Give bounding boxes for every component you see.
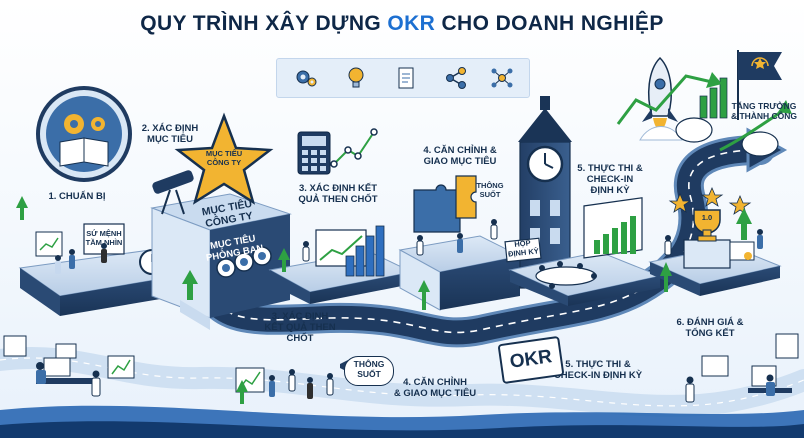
- stage5-platform: [504, 197, 662, 306]
- road-step3-label: 3. XÁC ĐỊNH KẾT QUẢ THEN CHỐT: [252, 311, 348, 345]
- stage6-label-line1: TĂNG TRƯỞNG: [731, 101, 797, 111]
- stage1-label-text: 1. CHUẨN BỊ: [48, 191, 106, 202]
- share-network-icon: [446, 67, 466, 89]
- stage4-platform: [398, 175, 522, 311]
- stage3-platform: [268, 128, 414, 304]
- title-suffix: CHO DOANH NGHIỆP: [435, 12, 664, 35]
- stage4-label-line1: 4. CĂN CHỈNH &: [423, 145, 497, 156]
- bottom-scene: [3, 196, 799, 404]
- road-step5-label: 5. THỰC THI & CHECK-IN ĐỊNH KỲ: [538, 359, 658, 382]
- stage3-label-line2: QUẢ THEN CHỐT: [298, 193, 378, 205]
- mission-line2: TẦM NHÌN: [85, 237, 123, 247]
- road3-line2: KẾT QUẢ THEN: [264, 321, 336, 333]
- road5-line1: 5. THỰC THI &: [565, 359, 631, 370]
- title-highlight: OKR: [387, 12, 436, 35]
- gears-icon: [296, 70, 317, 87]
- stage1-label: 1. CHUẨN BỊ: [44, 191, 110, 203]
- road4-line1: 4. CĂN CHỈNH: [403, 377, 467, 388]
- road4-line2: & GIAO MỤC TIÊU: [393, 387, 477, 399]
- gear-book-emblem: [36, 86, 132, 182]
- bubble-line1: THÔNG: [353, 359, 385, 369]
- alignment-bubble: THÔNG SUỐT: [344, 356, 394, 386]
- road6-line2: TỔNG KẾT: [685, 327, 735, 339]
- icon-banner: [276, 58, 530, 98]
- road3-line1: 3. XÁC ĐỊNH: [271, 311, 329, 322]
- stage5-label: 5. THỰC THI & CHECK-IN ĐỊNH KỲ: [570, 163, 650, 197]
- stage5-label-line3: ĐỊNH KỲ: [590, 184, 630, 196]
- alignment-tag-line2: SUỐT: [479, 189, 501, 199]
- road5-line2: CHECK-IN ĐỊNH KỲ: [553, 369, 643, 381]
- stage3-label-line1: 3. XÁC ĐỊNH KẾT: [298, 183, 378, 194]
- road6-line1: 6. ĐÁNH GIÁ &: [676, 317, 744, 328]
- alignment-tag-line1: THÔNG: [476, 181, 504, 190]
- stage3-label: 3. XÁC ĐỊNH KẾT QUẢ THEN CHỐT: [286, 183, 390, 206]
- road-step4-label: 4. CĂN CHỈNH & GIAO MỤC TIÊU: [380, 377, 490, 400]
- road3-line3: CHỐT: [286, 332, 314, 344]
- lightbulb-icon: [348, 67, 364, 88]
- star-label-line1: MỤC TIÊU: [205, 149, 243, 158]
- bubble-line2: SUỐT: [357, 368, 381, 379]
- stage2-block: [150, 112, 292, 330]
- stage2-label-line1: 2. XÁC ĐỊNH: [141, 123, 199, 134]
- star-label: MỤC TIÊU CÔNG TY: [200, 149, 248, 167]
- mission-vision-board-label: SỨ MỆNH TẦM NHÌN: [84, 229, 124, 247]
- road-step6-label: 6. ĐÁNH GIÁ & TỔNG KẾT: [666, 317, 754, 340]
- star-label-line2: CÔNG TY: [206, 157, 242, 167]
- stage4-label-line2: GIAO MỤC TIÊU: [423, 155, 497, 167]
- periodic-meeting-sign: HỌP ĐỊNH KỲ: [505, 238, 541, 259]
- stage6-label-line2: & THÀNH CÔNG: [730, 110, 798, 121]
- alignment-tag: THÔNG SUỐT: [470, 181, 510, 199]
- stage6-label: TĂNG TRƯỞNG & THÀNH CÔNG: [726, 101, 802, 122]
- stage4-label: 4. CĂN CHỈNH & GIAO MỤC TIÊU: [412, 145, 508, 168]
- stage5-label-line1: 5. THỰC THI &: [577, 163, 643, 174]
- stage2-label: 2. XÁC ĐỊNH MỤC TIÊU: [132, 123, 208, 146]
- stage5-label-line2: CHECK-IN: [586, 173, 634, 185]
- document-icon: [398, 67, 414, 89]
- stage2-label-line2: MỤC TIÊU: [147, 133, 193, 145]
- title-prefix: QUY TRÌNH XÂY DỰNG: [140, 12, 388, 35]
- okr-card: OKR: [497, 335, 565, 385]
- page-title: QUY TRÌNH XÂY DỰNG OKR CHO DOANH NGHIỆP: [0, 12, 804, 36]
- rocket-growth-area: [616, 50, 792, 157]
- trophy-label: 1.0: [701, 213, 713, 222]
- mission-line1: SỨ MỆNH: [86, 229, 122, 238]
- stage6-platform: [648, 186, 782, 296]
- network-nodes-icon: [491, 68, 513, 88]
